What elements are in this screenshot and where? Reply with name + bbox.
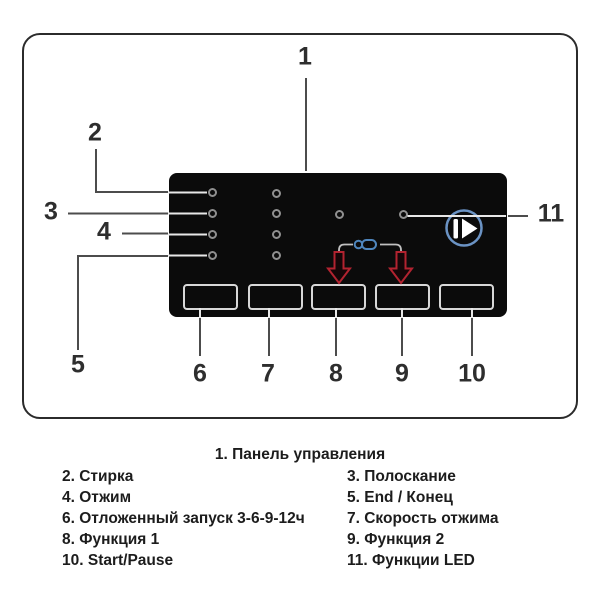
button-delay-start: [183, 284, 238, 310]
legend-item-spin: 4. Отжим: [62, 489, 132, 506]
callout-number-1: 1: [298, 42, 312, 71]
callout-number-2: 2: [88, 118, 102, 147]
button-spin-speed: [247, 284, 303, 310]
callout-number-3: 3: [44, 197, 58, 226]
legend-item-spin-speed: 7. Скорость отжима: [347, 510, 499, 527]
callout-number-8: 8: [329, 359, 343, 388]
callout-number-5: 5: [71, 350, 85, 379]
legend-left-column: 2. Стирка 4. Отжим 6. Отложенный запуск …: [62, 466, 305, 571]
legend-title: 1. Панель управления: [214, 446, 386, 463]
button-start-pause: [438, 284, 494, 310]
button-function-2: [375, 284, 430, 310]
led-end: [207, 250, 217, 260]
led-rinse: [207, 208, 217, 218]
legend-item-function-led: 11. Функции LED: [347, 552, 475, 569]
legend-item-delay-start: 6. Отложенный запуск 3-6-9-12ч: [62, 510, 305, 527]
legend-item-wash: 2. Стирка: [62, 468, 134, 485]
callout-number-11: 11: [537, 199, 565, 228]
callout-number-7: 7: [261, 359, 275, 388]
legend-item-end: 5. End / Конец: [347, 489, 453, 506]
legend-item-function-1: 8. Функция 1: [62, 531, 160, 548]
led-delay-9h: [271, 230, 281, 239]
led-delay-6h: [271, 208, 281, 218]
legend-right-column: 3. Полоскание 5. End / Конец 7. Скорость…: [347, 466, 499, 571]
legend-item-function-2: 9. Функция 2: [347, 531, 445, 548]
led-function-2: [398, 209, 408, 219]
callout-number-10: 10: [458, 359, 486, 388]
button-function-1: [311, 284, 366, 310]
led-function-1: [334, 209, 344, 219]
led-delay-3h: [271, 188, 281, 198]
led-spin: [207, 229, 217, 239]
control-panel: [169, 173, 507, 317]
callout-number-6: 6: [193, 359, 207, 388]
legend-item-start-pause: 10. Start/Pause: [62, 552, 174, 569]
led-delay-12h: [271, 250, 281, 260]
led-wash: [207, 187, 217, 197]
callout-number-9: 9: [395, 359, 409, 388]
legend-item-rinse: 3. Полоскание: [347, 468, 456, 485]
callout-number-4: 4: [97, 217, 111, 246]
